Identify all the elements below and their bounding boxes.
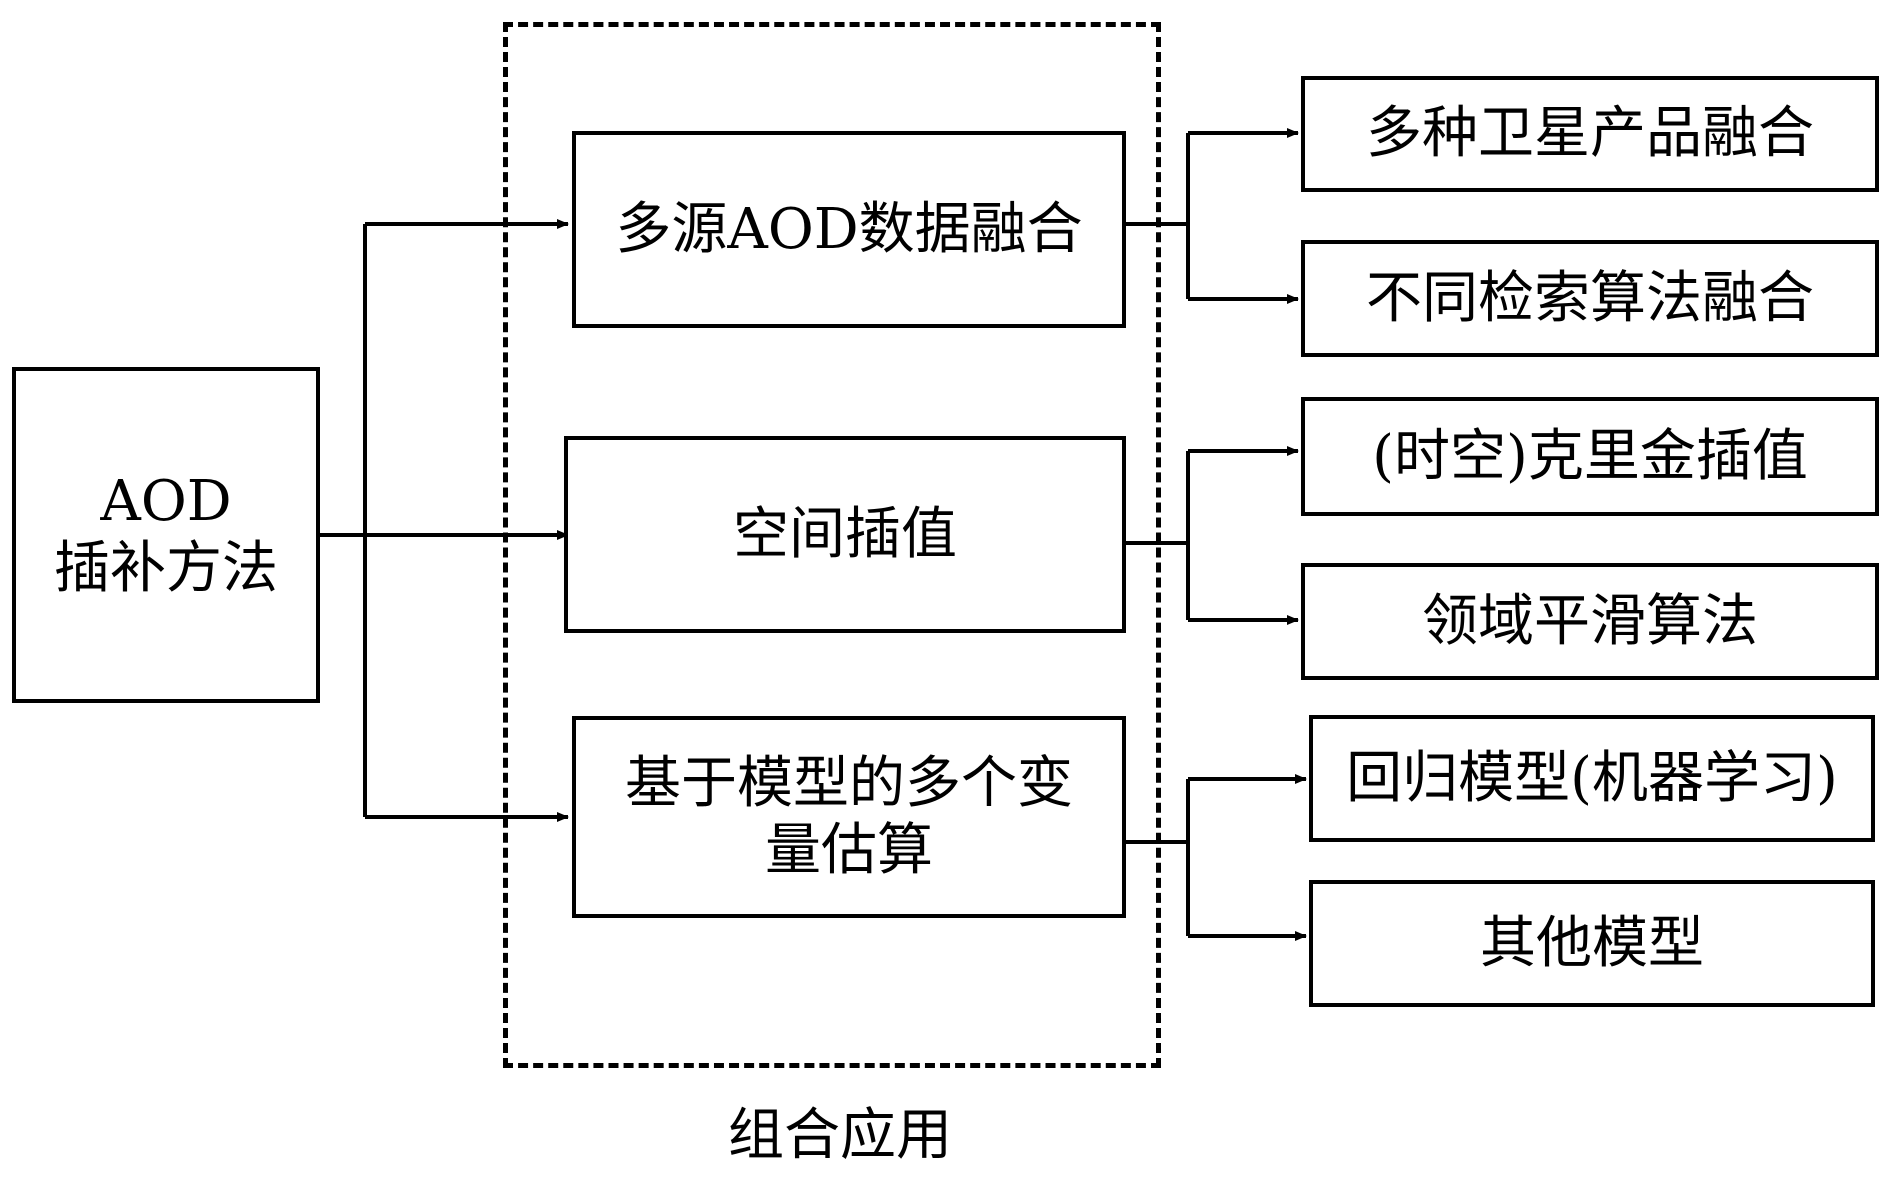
root-label-line2: 插补方法: [54, 536, 278, 601]
outcome-label: 其他模型: [1480, 910, 1704, 976]
outcome-label: (时空)克里金插值: [1372, 423, 1808, 489]
method-label: 空间插值: [733, 501, 957, 567]
outcome-node: 不同检索算法融合: [1301, 240, 1879, 357]
combined-application-group: [503, 22, 1161, 1068]
outcome-node: (时空)克里金插值: [1301, 397, 1879, 516]
outcome-node: 多种卫星产品融合: [1301, 76, 1879, 192]
method-label: 多源AOD数据融合: [615, 196, 1083, 262]
group-label: 组合应用: [728, 1103, 952, 1168]
method-node-fusion: 多源AOD数据融合: [572, 131, 1126, 328]
outcome-label: 不同检索算法融合: [1366, 265, 1814, 331]
method-node-model-estimation: 基于模型的多个变 量估算: [572, 716, 1126, 918]
outcome-node: 回归模型(机器学习): [1309, 715, 1875, 842]
outcome-label: 领域平滑算法: [1422, 588, 1758, 654]
outcome-node: 领域平滑算法: [1301, 563, 1879, 680]
outcome-node: 其他模型: [1309, 880, 1875, 1007]
root-node: AOD 插补方法: [12, 367, 320, 703]
method-node-interpolation: 空间插值: [564, 436, 1126, 633]
root-label-line1: AOD: [100, 468, 232, 534]
outcome-label: 多种卫星产品融合: [1366, 101, 1814, 167]
method-label-line1: 基于模型的多个变: [625, 750, 1073, 816]
method-label-line2: 量估算: [765, 818, 933, 883]
outcome-label: 回归模型(机器学习): [1346, 745, 1838, 811]
